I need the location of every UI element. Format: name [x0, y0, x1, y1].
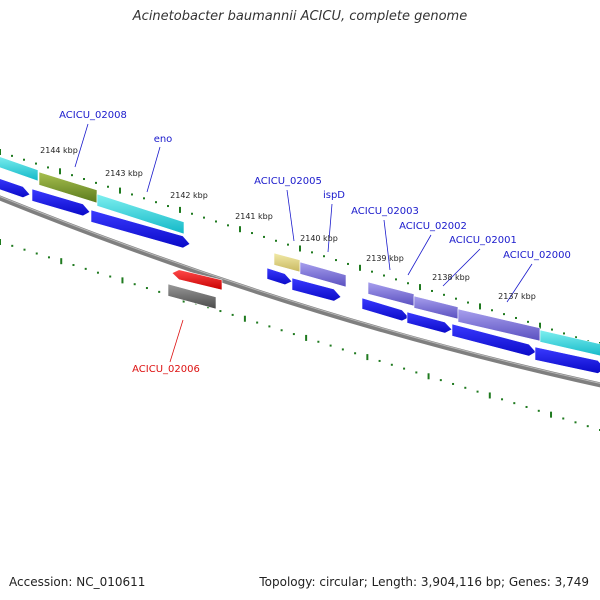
gene-label[interactable]: ACICU_02003: [351, 206, 419, 217]
gene-block-cyan-left[interactable]: [0, 155, 39, 182]
cds-arrow-7[interactable]: [406, 311, 453, 334]
tick-marks-inner: [0, 239, 600, 431]
tick-labels: 2144 kbp 2143 kbp 2142 kbp 2141 kbp 2140 kbp…: [40, 146, 536, 301]
gene-label[interactable]: ACICU_02000: [503, 250, 571, 261]
gene-block-acicu-02006[interactable]: [167, 283, 217, 310]
gene-label[interactable]: ispD: [323, 190, 345, 201]
gene-track: [0, 155, 600, 374]
cds-arrow-5[interactable]: [291, 277, 342, 302]
coordinate-tick-label: 2142 kbp: [170, 191, 208, 200]
callout-line: [506, 263, 533, 303]
gene-label[interactable]: ACICU_02005: [254, 176, 322, 187]
coordinate-tick-label: 2140 kbp: [300, 234, 338, 243]
cds-arrow-2[interactable]: [31, 188, 91, 217]
coordinate-tick-label: 2144 kbp: [40, 146, 78, 155]
callout-line: [383, 219, 391, 271]
cds-arrow-6[interactable]: [361, 297, 410, 322]
callout-line: [407, 234, 432, 276]
cds-arrow-acicu-02006[interactable]: [171, 269, 223, 291]
cds-arrow-3[interactable]: [90, 209, 191, 249]
gene-block-acicu-02000[interactable]: [539, 329, 600, 357]
genome-summary-text: Topology: circular; Length: 3,904,116 bp…: [259, 575, 589, 589]
coordinate-tick-label: 2139 kbp: [366, 254, 404, 263]
coordinate-tick-label: 2138 kbp: [432, 273, 470, 282]
gene-block-eno[interactable]: [96, 193, 185, 235]
callout-line: [286, 189, 295, 242]
callout-line: [74, 123, 89, 168]
callout-line: [442, 248, 481, 287]
genome-backbone: [0, 195, 600, 388]
gene-label[interactable]: ACICU_02001: [449, 235, 517, 246]
gene-label[interactable]: eno: [154, 134, 173, 145]
callout-line: [146, 146, 161, 193]
gene-block-ispd[interactable]: [299, 261, 347, 288]
cds-arrow-8[interactable]: [451, 323, 537, 357]
coordinate-tick-label: 2141 kbp: [235, 212, 273, 221]
callout-line: [327, 203, 333, 253]
gene-label[interactable]: ACICU_02002: [399, 221, 467, 232]
gene-block-acicu-02005[interactable]: [273, 252, 301, 273]
cds-arrow-9[interactable]: [534, 346, 600, 374]
callout-line: [169, 319, 184, 363]
accession-text: Accession: NC_010611: [9, 575, 146, 589]
coordinate-tick-label: 2143 kbp: [105, 169, 143, 178]
map-title: Acinetobacter baumannii ACICU, complete …: [132, 9, 468, 24]
gene-label[interactable]: ACICU_02008: [59, 110, 127, 121]
cds-arrow-1[interactable]: [0, 177, 31, 198]
cds-arrow-4[interactable]: [266, 267, 293, 286]
coordinate-tick-label: 2137 kbp: [498, 292, 536, 301]
genome-backbone-shade: [0, 195, 600, 384]
gene-label[interactable]: ACICU_02006: [132, 364, 200, 375]
tick-marks-outer: [0, 149, 600, 348]
